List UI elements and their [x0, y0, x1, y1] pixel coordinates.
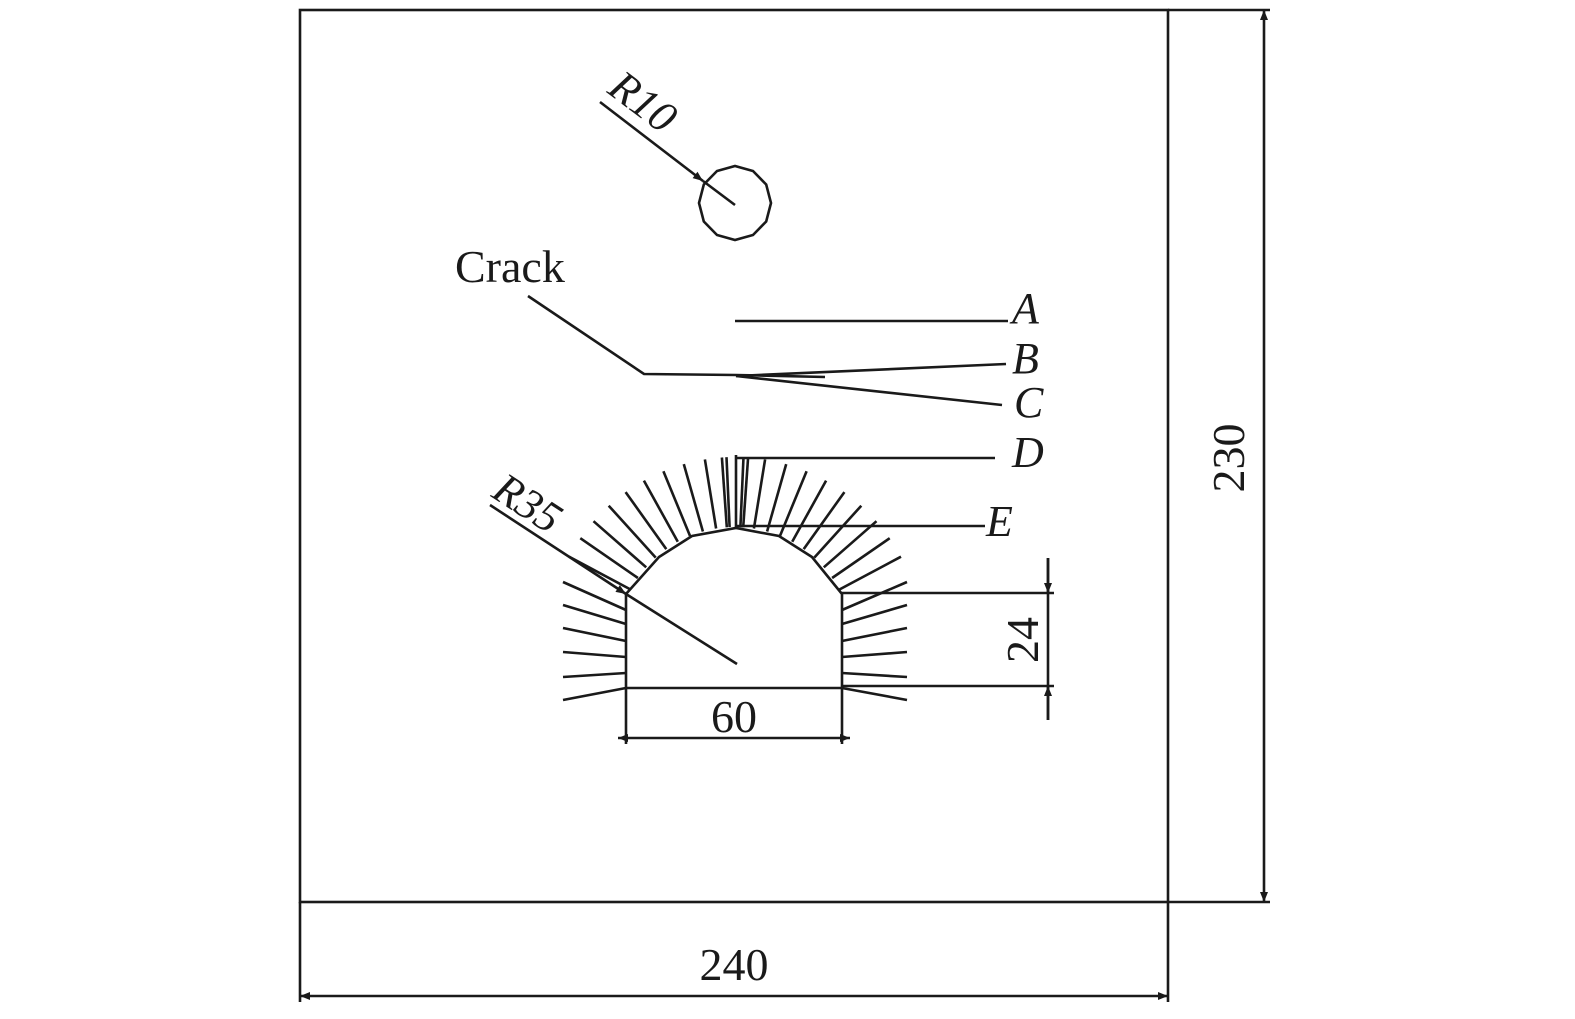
wall-height-label: 24 — [997, 617, 1048, 663]
rock-bolt — [802, 491, 846, 550]
rock-bolt — [562, 650, 627, 659]
rock-bolt — [720, 457, 729, 528]
rock-bolt — [778, 470, 808, 537]
rock-bolt — [725, 457, 731, 528]
rock-bolt — [562, 671, 627, 679]
r35-leader — [489, 503, 627, 596]
path-line-b — [735, 362, 1007, 378]
rock-bolt — [607, 504, 657, 559]
width-dimension-label: 240 — [700, 939, 769, 990]
rock-bolt — [831, 537, 891, 580]
label-d: D — [1011, 428, 1044, 477]
rock-bolt — [741, 457, 750, 528]
r10-leader-inner — [702, 179, 736, 207]
rock-bolt — [739, 457, 745, 528]
label-c: C — [1014, 378, 1044, 427]
path-line-c — [735, 374, 1003, 407]
rock-bolt — [562, 580, 627, 612]
rock-bolt — [765, 463, 788, 532]
label-a: A — [1009, 284, 1040, 333]
rock-bolt — [841, 650, 908, 659]
model-boundary — [298, 8, 1170, 904]
rock-bolt — [562, 626, 627, 643]
rock-bolt — [703, 459, 718, 529]
r10-label: R10 — [599, 60, 686, 142]
rock-bolt — [822, 520, 878, 569]
extension-lines — [298, 8, 1270, 1002]
rock-bolt — [662, 470, 692, 537]
tunnel-outline — [624, 526, 844, 690]
label-e: E — [985, 497, 1013, 546]
height-dimension-label: 230 — [1203, 424, 1254, 493]
rock-bolt — [592, 520, 648, 569]
rock-bolt — [841, 686, 908, 702]
rock-bolt — [752, 459, 767, 529]
r35-leader-inner — [625, 592, 738, 666]
tunnel-width-label: 60 — [711, 691, 757, 742]
rock-bolt — [813, 504, 863, 559]
rock-bolt — [624, 491, 668, 550]
rock-bolt — [579, 537, 639, 580]
r35-label: R35 — [484, 463, 571, 543]
rock-bolt — [562, 603, 627, 626]
rock-bolt — [841, 580, 908, 612]
r10-leader — [599, 100, 704, 183]
rock-bolt — [791, 479, 828, 543]
rock-bolt — [841, 671, 908, 679]
rock-bolt — [838, 555, 902, 591]
rock-bolt — [841, 626, 908, 643]
rock-bolt — [841, 603, 908, 626]
rock-bolt — [562, 686, 627, 702]
crack-line — [527, 294, 826, 379]
hole-circle — [697, 164, 773, 242]
rock-bolt — [642, 479, 679, 543]
rock-bolt — [682, 463, 705, 532]
crack-label: Crack — [455, 241, 565, 292]
label-b: B — [1012, 334, 1039, 383]
